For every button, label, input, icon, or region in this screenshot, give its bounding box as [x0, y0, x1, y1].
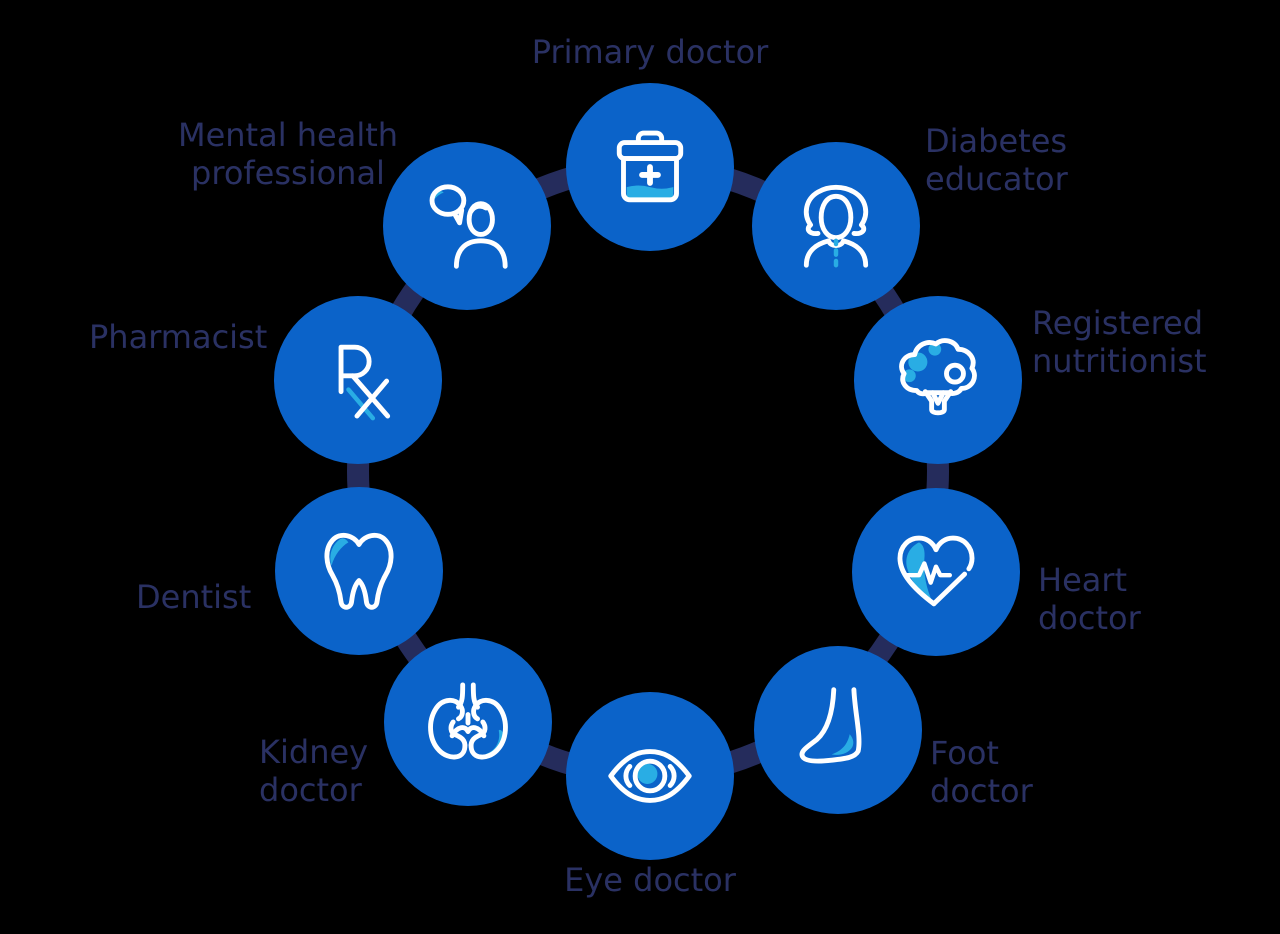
label-kidney-doctor: Kidney doctor [259, 733, 369, 809]
eye-icon [608, 749, 692, 803]
node-eye-doctor [566, 692, 734, 860]
label-dentist: Dentist [136, 578, 252, 616]
woman-icon [803, 184, 869, 268]
kidneys-icon [428, 682, 508, 760]
heart-pulse-icon [897, 535, 975, 607]
medical-bag-icon [616, 130, 684, 203]
rx-icon [338, 344, 391, 421]
tooth-icon [324, 532, 394, 610]
node-pharmacist [274, 296, 442, 464]
node-mental-health-professional [383, 142, 551, 310]
node-dentist [275, 487, 443, 655]
label-pharmacist: Pharmacist [89, 318, 268, 356]
node-foot-doctor [754, 646, 922, 814]
label-foot-doctor: Foot doctor [930, 734, 1033, 810]
foot-icon [799, 687, 862, 764]
node-kidney-doctor [384, 638, 552, 806]
node-primary-doctor [566, 83, 734, 251]
person-speech-bubble-icon [429, 184, 508, 269]
label-diabetes-educator: Diabetes educator [925, 122, 1068, 198]
label-heart-doctor: Heart doctor [1038, 561, 1141, 637]
label-primary-doctor: Primary doctor [531, 33, 769, 71]
label-eye-doctor: Eye doctor [564, 861, 736, 899]
label-registered-nutritionist: Registered nutritionist [1032, 304, 1207, 380]
node-diabetes-educator [752, 142, 920, 310]
node-heart-doctor [852, 488, 1020, 656]
label-mental-health-professional: Mental health professional [177, 116, 399, 192]
node-registered-nutritionist [854, 296, 1022, 464]
broccoli-icon [899, 338, 977, 416]
